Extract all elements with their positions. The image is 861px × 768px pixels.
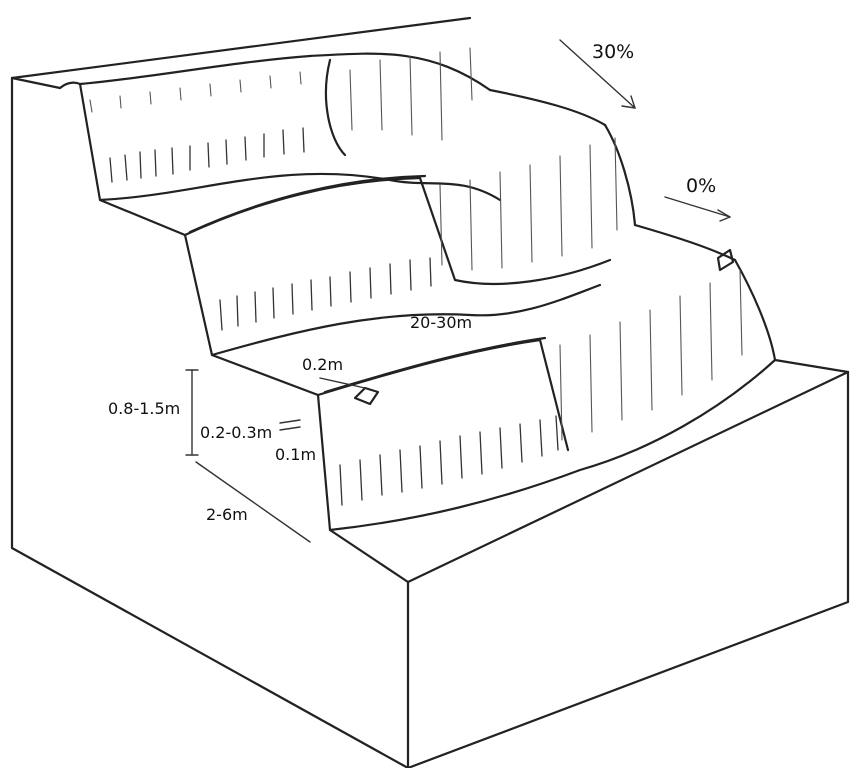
- bund-height-label: 0.2-0.3m: [200, 423, 272, 442]
- terrace-bottom: [316, 248, 850, 584]
- terrace-width-label: 2-6m: [206, 505, 248, 524]
- dimension-lines: [185, 39, 731, 543]
- terrace-top: [58, 52, 607, 237]
- channel-width-label: 0.2m: [302, 355, 343, 374]
- slope-terrace-label: 0%: [686, 175, 716, 197]
- soil-block-outline: [10, 16, 850, 768]
- riser-height-label: 0.8-1.5m: [108, 399, 180, 418]
- terrace-length-label: 20-30m: [410, 313, 472, 332]
- slope-top-label: 30%: [592, 41, 634, 63]
- terrace-middle: [183, 123, 737, 397]
- channel-depth-label: 0.1m: [275, 445, 316, 464]
- riser-hatching: [109, 127, 559, 506]
- grass-strips: [89, 47, 743, 441]
